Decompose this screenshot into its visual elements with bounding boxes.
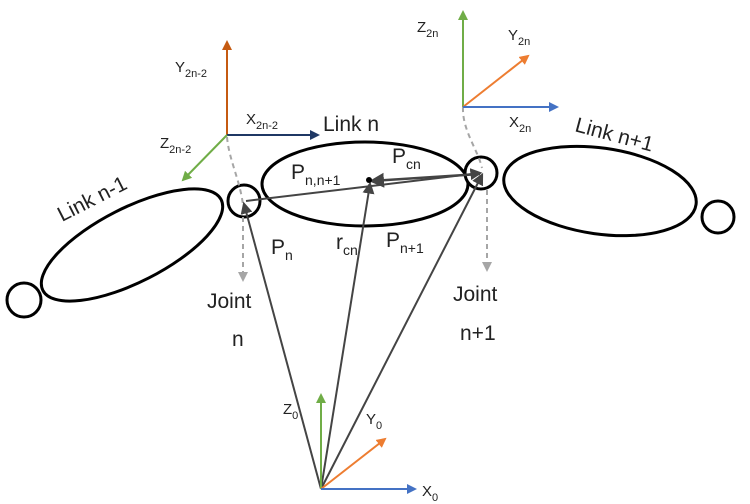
vector-p-n-label: Pn (271, 236, 293, 263)
frame-0-y-label: Y0 (366, 411, 382, 432)
frame-2n-2-z-label: Z2n-2 (160, 135, 191, 156)
vector-r-cn-label: rcn (336, 231, 358, 258)
joint-circle-n (226, 183, 262, 219)
joint-n-plus-1-label-word: Joint (453, 283, 498, 306)
frame-2n-2-y-label: Y2n-2 (175, 59, 207, 80)
frame-2n-z-label: Z2n (417, 19, 438, 40)
vector-p-cn-label: Pcn (392, 145, 421, 172)
frame-2n-y-label: Y2n (508, 27, 530, 48)
joint-circle-left-end (5, 281, 43, 319)
vector-p-n-plus-1-label: Pn+1 (386, 229, 424, 256)
joint-circle-right-end (700, 199, 736, 235)
joint-n-label-word: Joint (207, 290, 252, 313)
joint-n-dashed-axis (226, 136, 244, 206)
link-n-minus-1-body (39, 187, 225, 303)
joint-n-label-id: n (232, 328, 244, 351)
frame-2n-y-axis (462, 54, 530, 108)
link-n-minus-1-label: Link n-1 (54, 172, 131, 226)
vector-p-cn (369, 172, 481, 188)
link-n-plus-1-body (502, 144, 698, 238)
frame-0-z-label: Z0 (283, 401, 298, 422)
center-of-mass-point (366, 177, 372, 183)
vector-p-n-n-plus-1-label: Pn,n+1 (291, 161, 341, 188)
frame-2n-2-z-axis (181, 134, 228, 182)
vector-p-n-plus-1 (320, 172, 484, 490)
frame-2n-2-x-label: X2n-2 (246, 111, 278, 132)
frame-0-x-label: X0 (422, 483, 438, 504)
vector-r-cn (320, 181, 375, 490)
joint-n-plus-1-label-id: n+1 (460, 322, 496, 345)
vector-p-n (240, 201, 322, 490)
frame-2n-x-label: X2n (509, 114, 531, 135)
frame-0-y-axis (320, 437, 387, 490)
link-n-label: Link n (323, 113, 379, 136)
